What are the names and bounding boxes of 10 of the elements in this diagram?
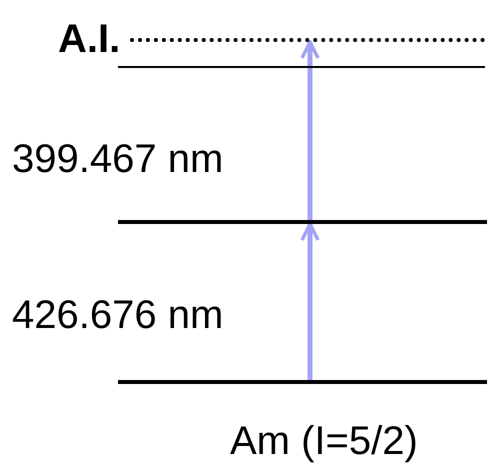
transition-arrow — [300, 40, 320, 220]
energy-level-line — [118, 380, 487, 384]
wavelength-label: 426.676 nm — [12, 292, 224, 338]
transition-arrow — [300, 222, 320, 380]
element-label: Am (I=5/2) — [230, 418, 418, 464]
wavelength-label: 399.467 nm — [12, 136, 224, 182]
level-label: A.I. — [58, 16, 120, 62]
energy-level-line — [118, 66, 485, 68]
ionization-limit-line — [130, 38, 485, 42]
energy-level-line — [118, 220, 487, 224]
